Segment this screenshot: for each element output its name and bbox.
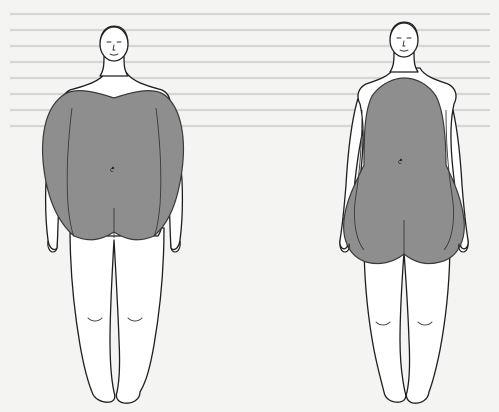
- left-figure-head: [100, 27, 128, 61]
- pear-shape-figure: c: [340, 22, 469, 403]
- apple-shape-figure: c: [43, 26, 184, 403]
- left-figure-legs: [70, 228, 164, 403]
- right-figure-head: [390, 23, 418, 57]
- right-figure-centroid-label: c: [398, 158, 402, 166]
- left-figure-centroid-label: c: [110, 166, 114, 174]
- right-figure-legs: [364, 240, 450, 403]
